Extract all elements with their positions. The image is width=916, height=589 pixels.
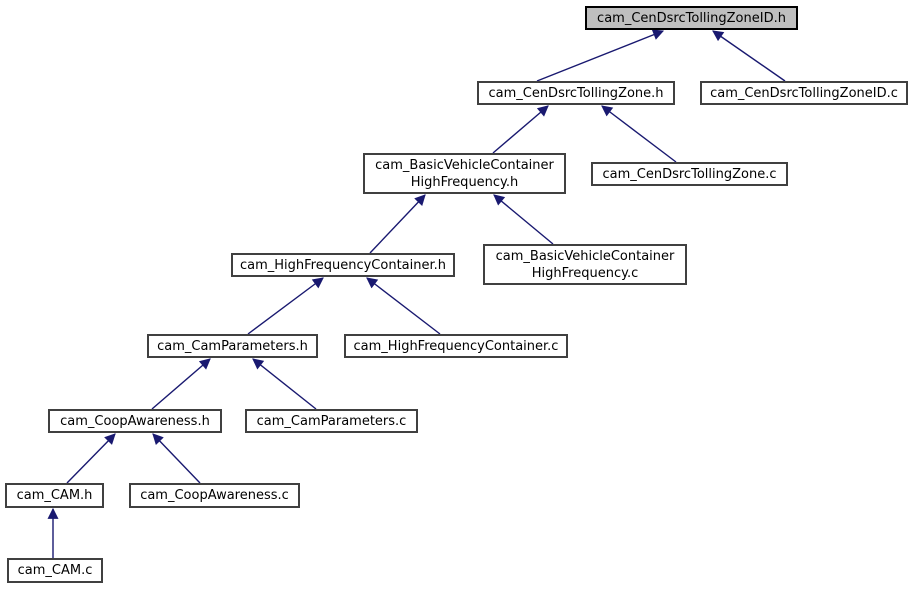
graph-node-label: cam_HighFrequencyContainer.h [239, 257, 447, 273]
graph-node-cam_CenDsrcTollingZone_h[interactable]: cam_CenDsrcTollingZone.h [477, 81, 675, 105]
edge-cam_BasicVehicleContainerHighFrequency_h-to-cam_CenDsrcTollingZone_h [492, 105, 549, 154]
edge-cam_CenDsrcTollingZoneID_c-to-cam_CenDsrcTollingZoneID_h [712, 30, 786, 82]
graph-node-label: cam_CoopAwareness.h [60, 413, 210, 429]
graph-node-cam_CoopAwareness_h[interactable]: cam_CoopAwareness.h [48, 409, 222, 433]
edge-cam_HighFrequencyContainer_c-to-cam_HighFrequencyContainer_h [366, 277, 441, 335]
graph-node-cam_CenDsrcTollingZoneID_h: cam_CenDsrcTollingZoneID.h [585, 6, 798, 30]
graph-node-label: cam_BasicVehicleContainer [375, 157, 554, 173]
graph-node-cam_CamParameters_c[interactable]: cam_CamParameters.c [245, 409, 418, 433]
graph-node-label: cam_CAM.c [17, 563, 93, 578]
graph-node-cam_CAM_h[interactable]: cam_CAM.h [5, 483, 104, 508]
edge-cam_CAM_h-to-cam_CoopAwareness_h [66, 433, 116, 484]
graph-node-label: cam_CoopAwareness.c [140, 488, 289, 503]
graph-node-label: cam_CenDsrcTollingZoneID.h [597, 10, 786, 26]
edge-cam_CenDsrcTollingZone_h-to-cam_CenDsrcTollingZoneID_h [536, 29, 665, 82]
graph-node-cam_CenDsrcTollingZoneID_c[interactable]: cam_CenDsrcTollingZoneID.c [700, 81, 908, 105]
edge-cam_CoopAwareness_c-to-cam_CoopAwareness_h [152, 433, 201, 484]
graph-node-label: HighFrequency.h [410, 174, 519, 190]
graph-node-label: cam_CamParameters.c [256, 413, 407, 429]
edge-cam_BasicVehicleContainerHighFrequency_c-to-cam_BasicVehicleContainerHighFrequency_h [493, 194, 554, 245]
edge-cam_CamParameters_c-to-cam_CamParameters_h [252, 358, 317, 410]
edge-cam_CenDsrcTollingZone_c-to-cam_CenDsrcTollingZone_h [601, 105, 677, 163]
graph-node-cam_HighFrequencyContainer_h[interactable]: cam_HighFrequencyContainer.h [231, 253, 455, 277]
graph-node-label: HighFrequency.c [531, 265, 639, 281]
edge-cam_HighFrequencyContainer_h-to-cam_BasicVehicleContainerHighFrequency_h [369, 194, 426, 254]
edge-cam_CamParameters_h-to-cam_HighFrequencyContainer_h [247, 277, 324, 335]
edge-cam_CoopAwareness_h-to-cam_CamParameters_h [151, 358, 211, 410]
graph-node-cam_CenDsrcTollingZone_c[interactable]: cam_CenDsrcTollingZone.c [591, 162, 788, 186]
graph-node-label: cam_CAM.h [16, 488, 93, 503]
graph-node-label: cam_CenDsrcTollingZoneID.c [710, 85, 898, 101]
graph-node-label: cam_CamParameters.h [157, 338, 308, 354]
graph-node-cam_CAM_c[interactable]: cam_CAM.c [7, 558, 103, 583]
graph-node-label: cam_BasicVehicleContainer [495, 248, 675, 264]
graph-node-cam_HighFrequencyContainer_c[interactable]: cam_HighFrequencyContainer.c [344, 334, 568, 358]
graph-node-cam_CamParameters_h[interactable]: cam_CamParameters.h [147, 334, 318, 358]
graph-node-label: cam_HighFrequencyContainer.c [353, 338, 559, 354]
graph-node-label: cam_CenDsrcTollingZone.c [602, 166, 777, 182]
graph-node-cam_CoopAwareness_c[interactable]: cam_CoopAwareness.c [129, 483, 300, 508]
graph-node-label: cam_CenDsrcTollingZone.h [488, 85, 664, 101]
